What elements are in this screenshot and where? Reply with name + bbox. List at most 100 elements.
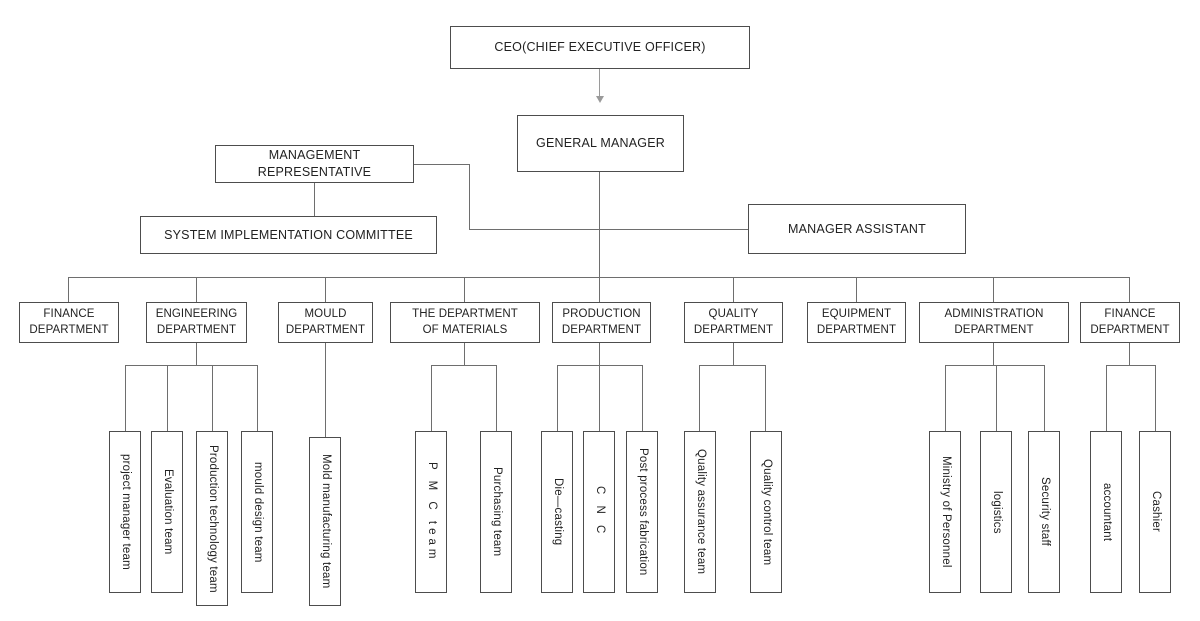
subbus-production bbox=[557, 365, 643, 366]
node-team-die-casting[interactable]: Die—casting bbox=[541, 431, 573, 593]
drop-quality-assurance-team bbox=[699, 365, 700, 431]
node-team-mould-design-team-label: mould design team bbox=[251, 461, 264, 563]
node-team-post-process-fabrication[interactable]: Post process fabrication bbox=[626, 431, 658, 593]
subbus-finance-right bbox=[1106, 365, 1156, 366]
node-team-logistics-label: logistics bbox=[990, 490, 1003, 534]
node-ceo-label: CEO(CHIEF EXECUTIVE OFFICER) bbox=[494, 40, 706, 55]
drop-equipment bbox=[856, 277, 857, 302]
node-department-mould[interactable]: MOULD DEPARTMENT bbox=[278, 302, 373, 343]
node-team-purchasing-team-label: Purchasing team bbox=[490, 467, 503, 557]
drop-finance-left bbox=[68, 277, 69, 302]
node-department-engineering-label: ENGINEERING DEPARTMENT bbox=[155, 307, 238, 336]
node-team-cnc[interactable]: C N C bbox=[583, 431, 615, 593]
drop-logistics bbox=[996, 365, 997, 431]
drop-mould-design-team bbox=[257, 365, 258, 431]
node-team-pmc-team[interactable]: P M C team bbox=[415, 431, 447, 593]
node-team-cashier[interactable]: Cashier bbox=[1139, 431, 1171, 593]
subbus-administration bbox=[945, 365, 1044, 366]
connector-ceo-to-gm bbox=[599, 68, 600, 99]
node-manager-assistant[interactable]: MANAGER ASSISTANT bbox=[748, 204, 966, 254]
node-general-manager[interactable]: GENERAL MANAGER bbox=[517, 115, 684, 172]
stem-materials bbox=[464, 343, 465, 365]
node-team-quality-assurance-team[interactable]: Quality assurance team bbox=[684, 431, 716, 593]
node-team-ministry-of-personnel[interactable]: Ministry of Personnel bbox=[929, 431, 961, 593]
node-department-administration[interactable]: ADMINISTRATION DEPARTMENT bbox=[919, 302, 1069, 343]
node-team-die-casting-label: Die—casting bbox=[551, 478, 564, 546]
drop-accountant bbox=[1106, 365, 1107, 431]
node-team-security-staff-label: Security staff bbox=[1038, 477, 1051, 547]
arrowhead-ceo-to-gm bbox=[596, 96, 604, 103]
node-team-accountant[interactable]: accountant bbox=[1090, 431, 1122, 593]
drop-pmc-team bbox=[431, 365, 432, 431]
connector-gm-to-bus bbox=[599, 172, 600, 278]
drop-production-technology-team bbox=[212, 365, 213, 431]
node-team-pmc-team-label: P M C team bbox=[425, 461, 438, 563]
drop-finance-right bbox=[1129, 277, 1130, 302]
node-department-engineering[interactable]: ENGINEERING DEPARTMENT bbox=[146, 302, 247, 343]
node-system-implementation-committee-label: SYSTEM IMPLEMENTATION COMMITTEE bbox=[164, 227, 413, 242]
drop-production bbox=[599, 277, 600, 302]
node-department-production-label: PRODUCTION DEPARTMENT bbox=[561, 307, 642, 336]
node-department-finance-right-label: FINANCE DEPARTMENT bbox=[1090, 307, 1170, 336]
node-team-quality-control-team[interactable]: Quality control team bbox=[750, 431, 782, 593]
connector-mr-elbow-horizontal bbox=[414, 164, 470, 165]
stem-engineering bbox=[196, 343, 197, 365]
node-system-implementation-committee[interactable]: SYSTEM IMPLEMENTATION COMMITTEE bbox=[140, 216, 437, 254]
node-team-production-technology-team[interactable]: Production technology team bbox=[196, 431, 228, 606]
node-team-purchasing-team[interactable]: Purchasing team bbox=[480, 431, 512, 593]
node-department-equipment-label: EQUIPMENT DEPARTMENT bbox=[816, 307, 897, 336]
node-team-post-process-fabrication-label: Post process fabrication bbox=[636, 448, 649, 576]
node-team-quality-assurance-team-label: Quality assurance team bbox=[694, 449, 707, 575]
drop-die-casting bbox=[557, 365, 558, 431]
drop-engineering bbox=[196, 277, 197, 302]
node-department-quality-label: QUALITY DEPARTMENT bbox=[693, 307, 774, 336]
node-manager-assistant-label: MANAGER ASSISTANT bbox=[788, 221, 926, 236]
drop-evaluation-team bbox=[167, 365, 168, 431]
node-department-finance-left[interactable]: FINANCE DEPARTMENT bbox=[19, 302, 119, 343]
node-management-representative[interactable]: MANAGEMENT REPRESENTATIVE bbox=[215, 145, 414, 183]
drop-purchasing-team bbox=[496, 365, 497, 431]
node-team-project-manager-team-label: project manager team bbox=[119, 454, 132, 570]
node-team-mold-manufacturing-team-label: Mold manufacturing team bbox=[319, 454, 332, 589]
drop-mould bbox=[325, 277, 326, 302]
drop-cashier bbox=[1155, 365, 1156, 431]
drop-administration bbox=[993, 277, 994, 302]
stem-production bbox=[599, 343, 600, 365]
drop-security-staff bbox=[1044, 365, 1045, 431]
node-team-cashier-label: Cashier bbox=[1149, 491, 1162, 533]
stem-quality bbox=[733, 343, 734, 365]
node-team-production-technology-team-label: Production technology team bbox=[206, 444, 219, 593]
node-department-production[interactable]: PRODUCTION DEPARTMENT bbox=[552, 302, 651, 343]
drop-mold-manufacturing-team bbox=[325, 343, 326, 437]
node-team-evaluation-team[interactable]: Evaluation team bbox=[151, 431, 183, 593]
connector-to-manager-assistant bbox=[469, 229, 749, 230]
node-management-representative-label: MANAGEMENT REPRESENTATIVE bbox=[257, 148, 372, 179]
drop-cnc bbox=[599, 365, 600, 431]
subbus-engineering bbox=[125, 365, 258, 366]
node-team-cnc-label: C N C bbox=[593, 486, 606, 538]
drop-project-manager-team bbox=[125, 365, 126, 431]
drop-materials bbox=[464, 277, 465, 302]
node-team-quality-control-team-label: Quality control team bbox=[760, 458, 773, 566]
node-general-manager-label: GENERAL MANAGER bbox=[536, 136, 665, 151]
node-department-finance-left-label: FINANCE DEPARTMENT bbox=[29, 307, 109, 336]
connector-mr-to-sic bbox=[314, 183, 315, 216]
node-department-equipment[interactable]: EQUIPMENT DEPARTMENT bbox=[807, 302, 906, 343]
node-department-finance-right[interactable]: FINANCE DEPARTMENT bbox=[1080, 302, 1180, 343]
node-department-administration-label: ADMINISTRATION DEPARTMENT bbox=[944, 307, 1044, 336]
drop-quality-control-team bbox=[765, 365, 766, 431]
node-team-project-manager-team[interactable]: project manager team bbox=[109, 431, 141, 593]
node-department-materials[interactable]: THE DEPARTMENT OF MATERIALS bbox=[390, 302, 540, 343]
node-team-ministry-of-personnel-label: Ministry of Personnel bbox=[939, 456, 952, 568]
node-department-materials-label: THE DEPARTMENT OF MATERIALS bbox=[412, 307, 518, 336]
node-ceo[interactable]: CEO(CHIEF EXECUTIVE OFFICER) bbox=[450, 26, 750, 69]
node-team-mold-manufacturing-team[interactable]: Mold manufacturing team bbox=[309, 437, 341, 606]
node-department-quality[interactable]: QUALITY DEPARTMENT bbox=[684, 302, 783, 343]
node-department-mould-label: MOULD DEPARTMENT bbox=[285, 307, 366, 336]
connector-mr-elbow-vertical bbox=[469, 164, 470, 229]
node-team-security-staff[interactable]: Security staff bbox=[1028, 431, 1060, 593]
node-team-mould-design-team[interactable]: mould design team bbox=[241, 431, 273, 593]
node-team-logistics[interactable]: logistics bbox=[980, 431, 1012, 593]
node-team-evaluation-team-label: Evaluation team bbox=[161, 469, 174, 555]
